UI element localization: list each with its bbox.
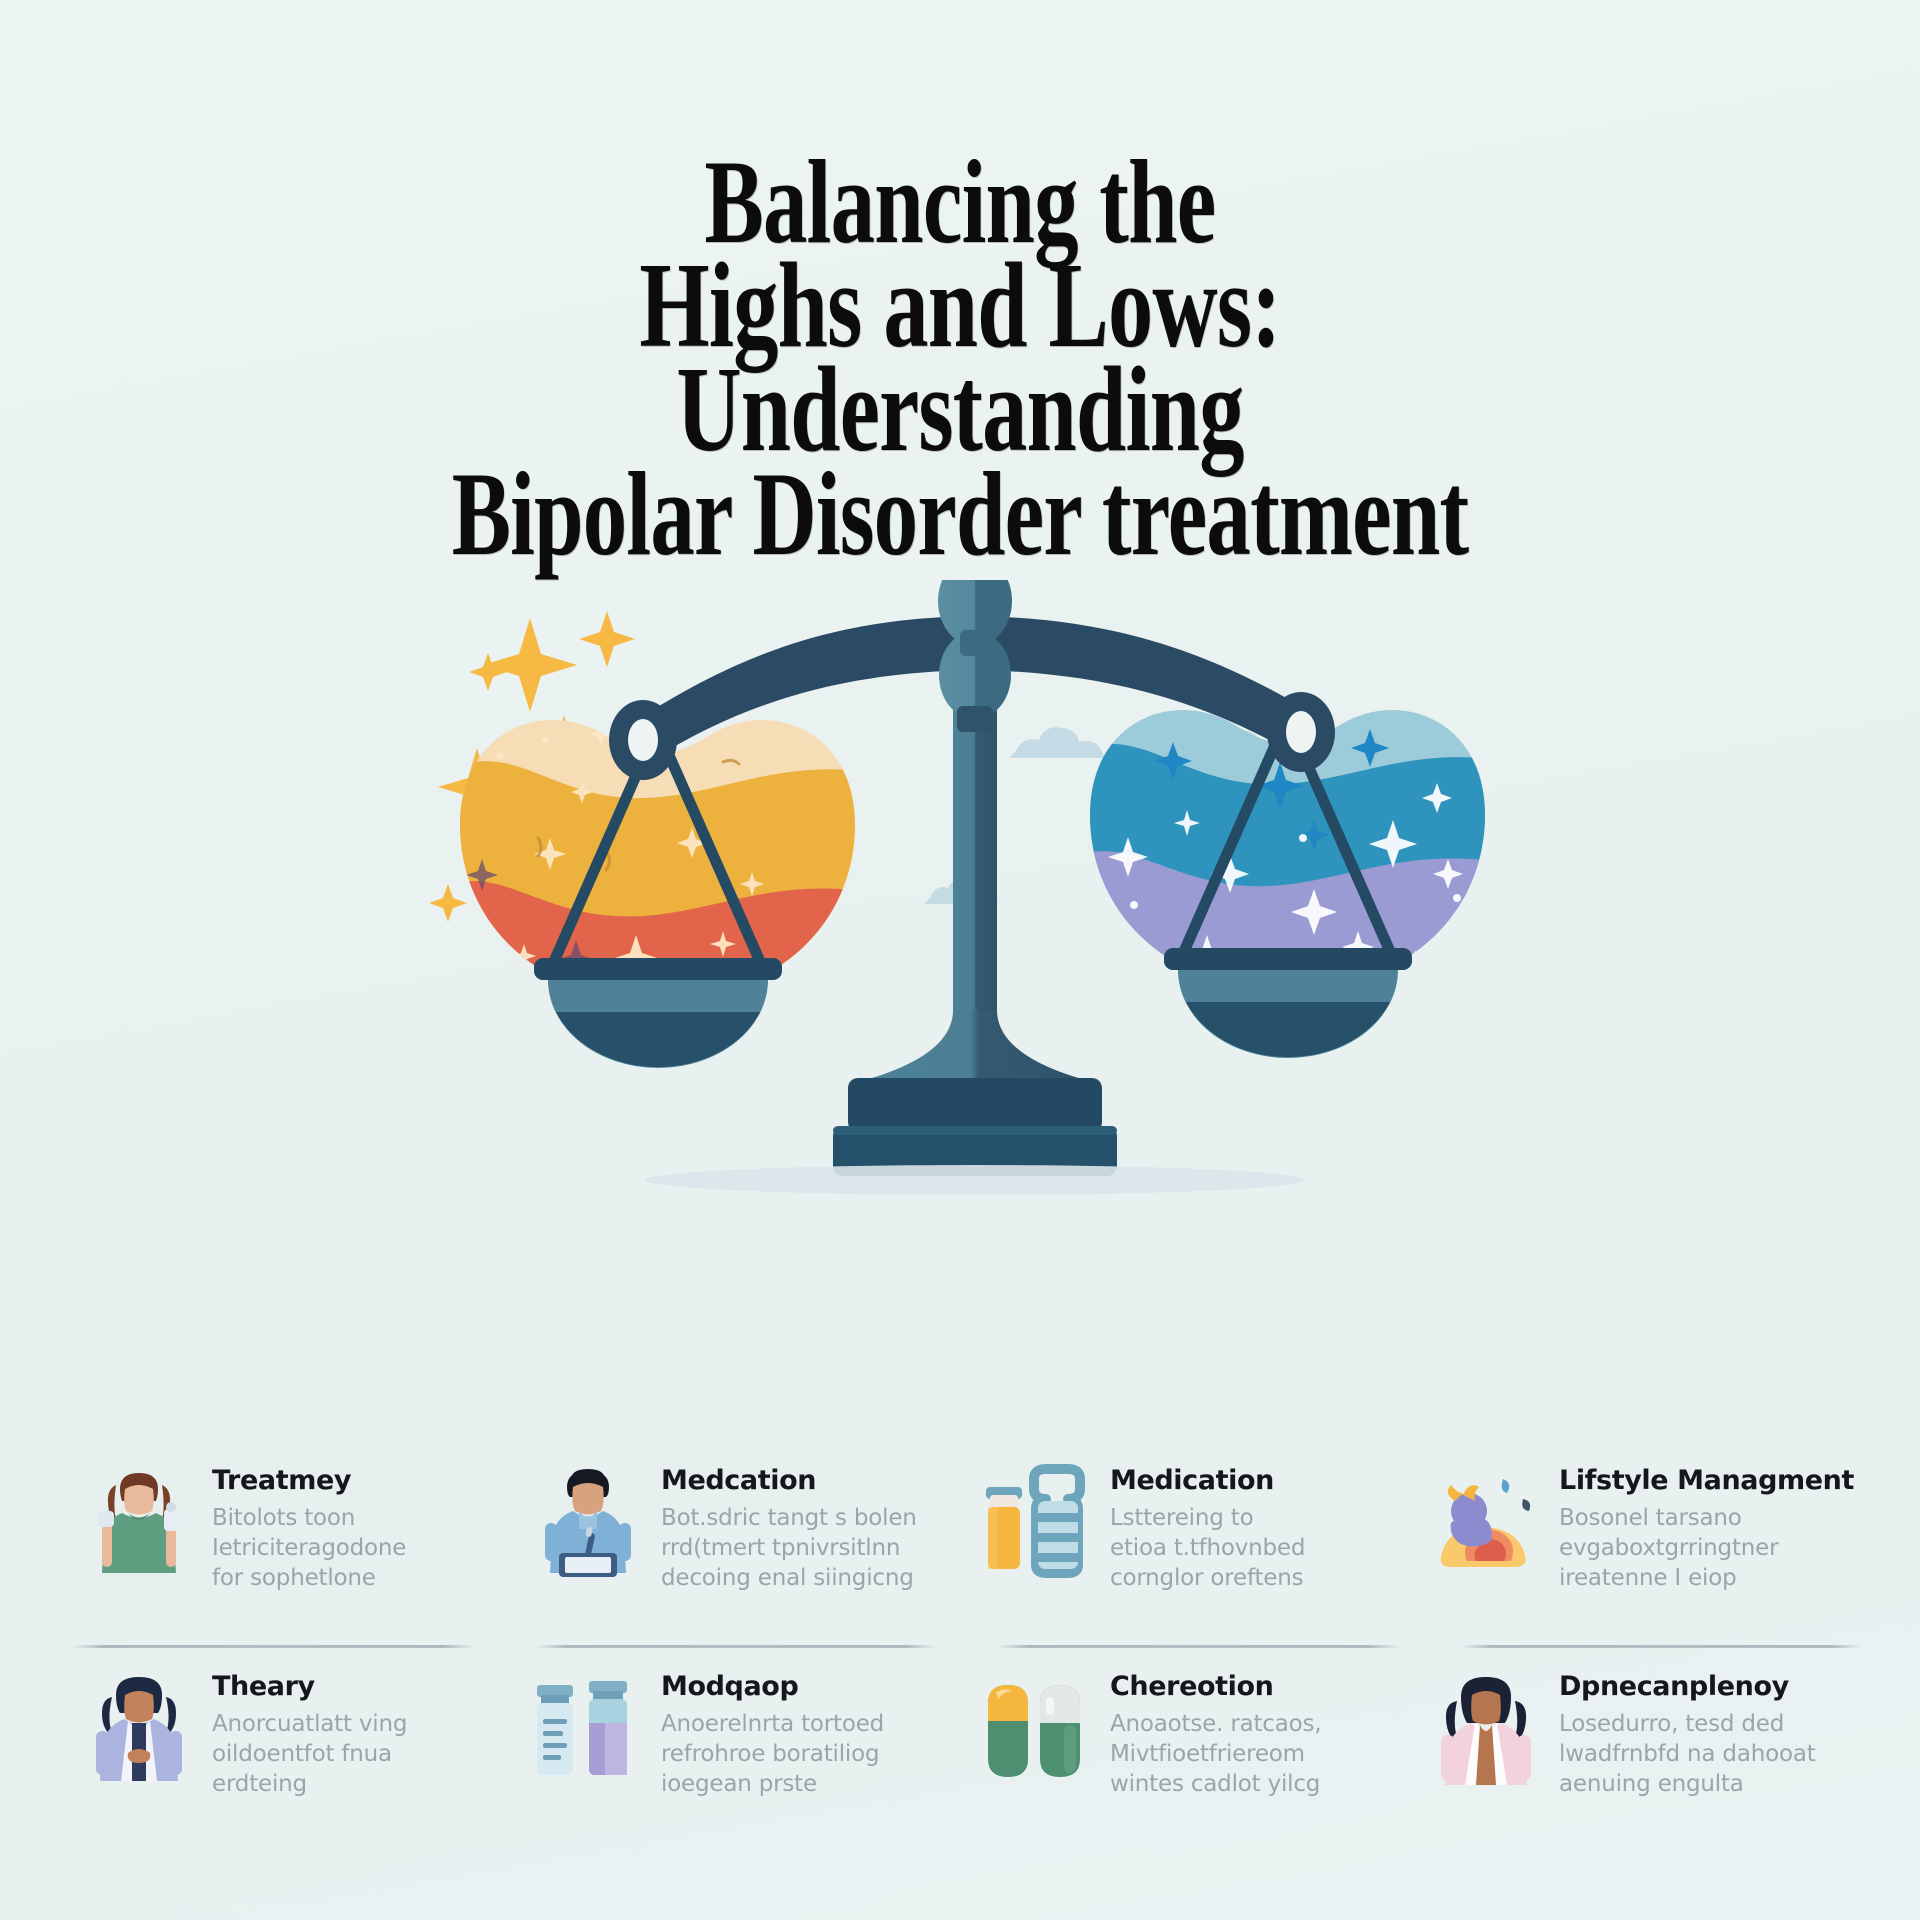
card-body-line: Bosonel tarsano (1559, 1505, 1742, 1531)
card-text: Medication Lsttereing to etioa t.tfhovnb… (1110, 1461, 1391, 1593)
divider (1459, 1645, 1862, 1648)
card-body-line: for sophetlone (212, 1565, 376, 1591)
card-body: Anoerelnrta tortoed refrohroe boratiliog… (661, 1709, 942, 1799)
card-text: Modqaop Anoerelnrta tortoed refrohroe bo… (661, 1667, 942, 1799)
right-pan-cool (1090, 710, 1485, 991)
scale-base (833, 1078, 1117, 1176)
card-body-line: Anoerelnrta tortoed (661, 1711, 885, 1737)
card-body: Bot.sdric tangt s bolen rrd(tmert tpnivr… (661, 1503, 942, 1593)
balance-scale-illustration (430, 580, 1520, 1200)
card-body-line: rrd(tmert tpnivrsitlnn (661, 1535, 901, 1561)
ground-shadow (645, 1165, 1305, 1195)
card-body-line: decoing enal siingicng (661, 1565, 914, 1591)
card-dpnecanplenoy[interactable]: Dpnecanplenoy Losedurro, tesd ded lwadfr… (1419, 1645, 1862, 1825)
title-line-3: Understanding (676, 342, 1244, 477)
card-body-line: Losedurro, tesd ded (1559, 1711, 1785, 1737)
capsules-icon (978, 1667, 1096, 1785)
card-body: Losedurro, tesd ded lwadfrnbfd na dahooa… (1559, 1709, 1854, 1799)
divider (997, 1645, 1400, 1648)
card-title: Lifstyle Managment (1559, 1465, 1854, 1496)
card-title: Theary (212, 1671, 315, 1702)
card-body-line: Mivtfioetfriereom (1110, 1741, 1305, 1767)
bottles-icon (978, 1461, 1096, 1579)
card-text: Treatmey Bitolots toon Ietriciteragodone… (212, 1461, 493, 1593)
card-body: Bitolots toon Ietriciteragodone for soph… (212, 1503, 493, 1593)
row-dividers (72, 1645, 1862, 1648)
card-text: Chereotion Anoaotse. ratcaos, Mivtfioetf… (1110, 1667, 1391, 1799)
card-text: Dpnecanplenoy Losedurro, tesd ded lwadfr… (1559, 1667, 1854, 1799)
card-theary[interactable]: Theary Anorcuatlatt ving oildoentfot fnu… (72, 1645, 501, 1825)
card-body-line: Bitolots toon (212, 1505, 356, 1531)
title-line-1: Balancing the (704, 135, 1217, 268)
page-title: Balancing the Highs and Lows: Understand… (0, 135, 1920, 580)
vials-icon (529, 1667, 647, 1785)
card-body-line: cornglor oreftens (1110, 1565, 1304, 1591)
card-body-line: evgaboxtgrringtner (1559, 1535, 1779, 1561)
card-body-line: Anorcuatlatt ving (212, 1711, 408, 1737)
divider (534, 1645, 937, 1648)
beam-rings (609, 692, 1335, 780)
card-body-line: Bot.sdric tangt s bolen (661, 1505, 917, 1531)
scale-beam (625, 616, 1321, 761)
person-resting-icon (1427, 1461, 1545, 1579)
card-body-line: ireatenne I eiop (1559, 1565, 1737, 1591)
card-body-line: Ietriciteragodone (212, 1535, 407, 1561)
scale-fulcrum (938, 580, 1012, 732)
card-body: Anoaotse. ratcaos, Mivtfioetfriereom win… (1110, 1709, 1391, 1799)
card-body: Anorcuatlatt ving oildoentfot fnua erdte… (212, 1709, 493, 1799)
card-body: Bosonel tarsano evgaboxtgrringtner ireat… (1559, 1503, 1854, 1593)
pan-bowls (548, 970, 1398, 1068)
card-body-line: oildoentfot fnua (212, 1741, 392, 1767)
divider (72, 1645, 475, 1648)
card-text: Theary Anorcuatlatt ving oildoentfot fnu… (212, 1667, 493, 1799)
title-line-4: Bipolar Disorder treatment (451, 447, 1469, 580)
woman-standing-icon (80, 1461, 198, 1579)
card-text: Medcation Bot.sdric tangt s bolen rrd(tm… (661, 1461, 942, 1593)
card-body-line: Lsttereing to (1110, 1505, 1254, 1531)
woman-pink-blouse-icon (1427, 1667, 1545, 1785)
card-lifestyle-managment[interactable]: Lifstyle Managment Bosonel tarsano evgab… (1419, 1455, 1862, 1645)
card-title: Treatmey (212, 1465, 352, 1496)
card-title: Chereotion (1110, 1671, 1274, 1702)
card-title: Medcation (661, 1465, 817, 1496)
card-body-line: ioegean prste (661, 1771, 817, 1797)
treatment-cards-grid: Treatmey Bitolots toon Ietriciteragodone… (72, 1455, 1862, 1825)
card-treatmey[interactable]: Treatmey Bitolots toon Ietriciteragodone… (72, 1455, 501, 1645)
card-title: Medication (1110, 1465, 1274, 1496)
card-modqaop[interactable]: Modqaop Anoerelnrta tortoed refrohroe bo… (521, 1645, 950, 1825)
card-title: Dpnecanplenoy (1559, 1671, 1789, 1702)
card-body-line: erdteing (212, 1771, 307, 1797)
woman-cardigan-icon (80, 1667, 198, 1785)
card-body-line: lwadfrnbfd na dahooat (1559, 1741, 1816, 1767)
title-line-2: Highs and Lows: (639, 238, 1281, 373)
card-chereotion[interactable]: Chereotion Anoaotse. ratcaos, Mivtfioetf… (970, 1645, 1399, 1825)
scale-post (865, 680, 1085, 1120)
man-clipboard-icon (529, 1461, 647, 1579)
card-title: Modqaop (661, 1671, 799, 1702)
pan-rims (534, 948, 1412, 980)
card-medcation[interactable]: Medcation Bot.sdric tangt s bolen rrd(tm… (521, 1455, 950, 1645)
card-body-line: aenuing engulta (1559, 1771, 1744, 1797)
card-body-line: Anoaotse. ratcaos, (1110, 1711, 1322, 1737)
card-body-line: refrohroe boratiliog (661, 1741, 880, 1767)
card-body-line: etioa t.tfhovnbed (1110, 1535, 1306, 1561)
card-medication[interactable]: Medication Lsttereing to etioa t.tfhovnb… (970, 1455, 1399, 1645)
card-body-line: wintes cadlot yilcg (1110, 1771, 1321, 1797)
card-text: Lifstyle Managment Bosonel tarsano evgab… (1559, 1461, 1854, 1593)
card-body: Lsttereing to etioa t.tfhovnbed cornglor… (1110, 1503, 1391, 1593)
